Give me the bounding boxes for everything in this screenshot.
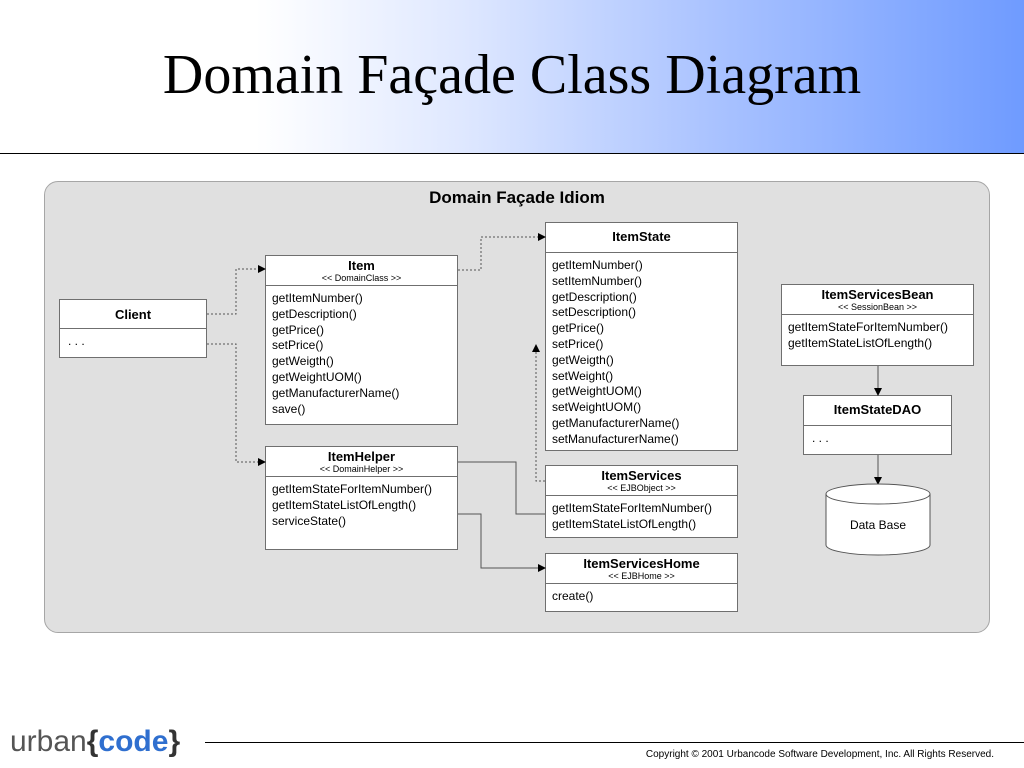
method: getManufacturerName(): [552, 415, 680, 430]
class-item-services-bean-header: ItemServicesBean << SessionBean >>: [782, 285, 973, 315]
class-item-state: ItemState getItemNumber() setItemNumber(…: [545, 222, 738, 451]
class-item-helper-header: ItemHelper << DomainHelper >>: [266, 447, 457, 477]
method: getItemNumber(): [272, 291, 363, 305]
class-item-services-bean-name: ItemServicesBean: [821, 287, 934, 302]
method: getPrice(): [552, 321, 605, 336]
database-label: Data Base: [849, 518, 907, 532]
class-item-helper-stereotype: << DomainHelper >>: [319, 464, 404, 474]
class-item-state-methods: getItemNumber() setItemNumber() getDescr…: [546, 253, 737, 448]
method: setPrice(): [552, 336, 604, 351]
method: save(): [272, 401, 306, 416]
class-item-helper-methods: getItemStateForItemNumber() getItemState…: [266, 477, 457, 529]
copyright-text: Copyright © 2001 Urbancode Software Deve…: [645, 749, 994, 760]
class-item-services-name: ItemServices: [601, 468, 682, 483]
method: getItemStateForItemNumber(): [552, 501, 713, 515]
slide-title: Domain Façade Class Diagram: [162, 44, 862, 106]
class-item-state-dao-name: ItemStateDAO: [833, 402, 922, 417]
logo-word: urban: [10, 725, 87, 758]
class-item-services-bean-methods: getItemStateForItemNumber() getItemState…: [782, 315, 973, 352]
method: getManufacturerName(): [272, 385, 400, 400]
class-client-name: Client: [114, 307, 152, 322]
class-item-state-dao: ItemStateDAO . . .: [803, 395, 952, 455]
method: getDescription(): [272, 306, 357, 321]
method: getItemStateForItemNumber(): [272, 482, 433, 496]
method: getDescription(): [552, 289, 637, 304]
class-item-services: ItemServices << EJBObject >> getItemStat…: [545, 465, 738, 538]
class-item-stereotype: << DomainClass >>: [321, 273, 402, 283]
method: setManufacturerName(): [552, 431, 679, 446]
class-item-services-home-header: ItemServicesHome << EJBHome >>: [546, 554, 737, 584]
class-item-helper-name: ItemHelper: [327, 449, 396, 464]
method: getWeigth(): [272, 354, 334, 369]
class-item-methods: getItemNumber() getDescription() getPric…: [266, 286, 457, 417]
method: setItemNumber(): [552, 273, 643, 288]
class-item-services-header: ItemServices << EJBObject >>: [546, 466, 737, 496]
panel-title: Domain Façade Idiom: [429, 188, 605, 207]
class-client: Client . . .: [59, 299, 207, 358]
method: getItemStateListOfLength(): [272, 497, 417, 512]
method: getItemStateForItemNumber(): [788, 320, 949, 334]
method: getItemStateListOfLength(): [788, 335, 933, 350]
class-item-state-name: ItemState: [612, 229, 671, 244]
class-item-services-bean: ItemServicesBean << SessionBean >> getIt…: [781, 284, 974, 366]
method: setWeight(): [552, 368, 614, 383]
method: getItemNumber(): [552, 258, 643, 272]
class-item-header: Item << DomainClass >>: [266, 256, 457, 286]
method: setPrice(): [272, 338, 324, 353]
method: serviceState(): [272, 513, 347, 528]
method: getWeightUOM(): [552, 384, 642, 399]
class-item-state-dao-header: ItemStateDAO: [804, 396, 951, 426]
class-item-services-stereotype: << EJBObject >>: [607, 483, 676, 493]
logo-brace-close: }: [168, 725, 181, 758]
method: getWeigth(): [552, 352, 614, 367]
logo-code: code: [98, 725, 169, 758]
class-item-name: Item: [348, 258, 375, 273]
class-item-services-home-stereotype: << EJBHome >>: [608, 571, 675, 581]
class-item-state-header: ItemState: [546, 223, 737, 253]
urbancode-logo: urban{code}: [10, 724, 180, 760]
method: getWeightUOM(): [272, 369, 362, 384]
class-item-services-bean-stereotype: << SessionBean >>: [837, 302, 918, 312]
logo-brace-open: {: [86, 725, 99, 758]
class-item-services-home-methods: create(): [546, 584, 737, 605]
class-item-helper: ItemHelper << DomainHelper >> getItemSta…: [265, 446, 458, 550]
class-item-state-dao-members: . . .: [812, 431, 829, 445]
class-client-members: . . .: [68, 334, 85, 348]
method: create(): [552, 589, 594, 603]
header-divider: [0, 153, 1024, 154]
method: getPrice(): [272, 322, 325, 337]
method: setDescription(): [552, 305, 637, 320]
class-item-services-home: ItemServicesHome << EJBHome >> create(): [545, 553, 738, 612]
slide-header: [0, 0, 1024, 153]
method: getItemStateListOfLength(): [552, 516, 697, 531]
class-item: Item << DomainClass >> getItemNumber() g…: [265, 255, 458, 425]
class-item-services-methods: getItemStateForItemNumber() getItemState…: [546, 496, 737, 533]
class-item-services-home-name: ItemServicesHome: [583, 556, 700, 571]
footer-divider: [205, 742, 1024, 743]
class-client-header: Client: [60, 300, 206, 329]
method: setWeightUOM(): [552, 400, 642, 415]
